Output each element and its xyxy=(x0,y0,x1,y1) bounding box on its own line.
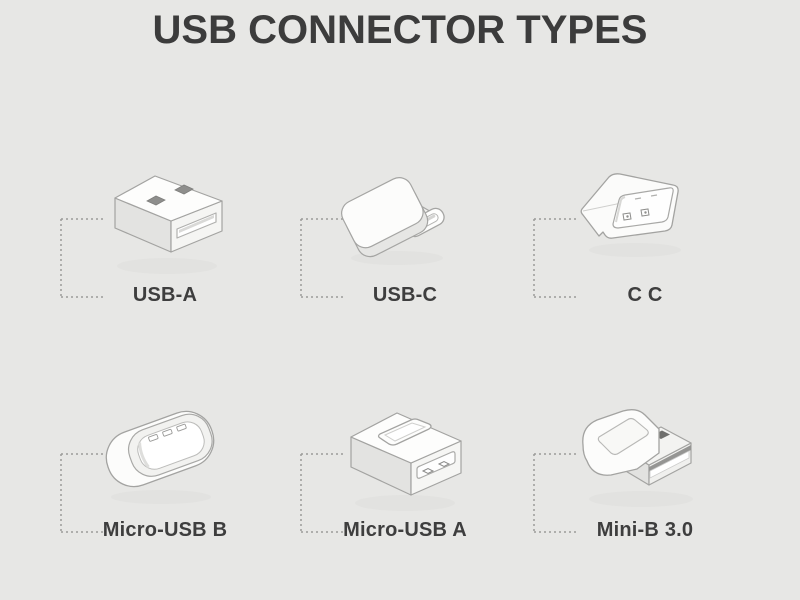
label-bracket xyxy=(533,453,579,533)
usb-c-connector-icon xyxy=(341,177,445,265)
connector-card-mini-b-3-0: Mini-B 3.0 xyxy=(520,393,770,553)
label-bracket xyxy=(60,453,106,533)
label-bracket xyxy=(300,453,346,533)
micro-usb-a-connector-icon xyxy=(350,412,462,511)
mini-b-3-0-connector-icon xyxy=(582,409,693,507)
connector-card-usb-a: USB-A xyxy=(40,158,290,318)
connector-card-usb-c: USB-C xyxy=(280,158,530,318)
connector-card-micro-usb-b: Micro-USB B xyxy=(40,393,290,553)
label-bracket xyxy=(533,218,579,298)
connector-label: USB-A xyxy=(132,284,198,306)
connector-label: Micro-USB A xyxy=(343,519,467,541)
connector-label: USB-C xyxy=(372,284,438,306)
label-bracket xyxy=(60,218,106,298)
connector-label: Mini-B 3.0 xyxy=(596,519,694,541)
connector-label: C C xyxy=(627,284,663,306)
usb-a-connector-icon xyxy=(114,175,223,274)
connector-card-c-c: C C xyxy=(520,158,770,318)
page-title: USB CONNECTOR TYPES xyxy=(152,8,648,52)
micro-usb-b-connector-icon xyxy=(105,410,215,504)
connector-label: Micro-USB B xyxy=(102,519,228,541)
usb-c-c-connector-icon xyxy=(580,173,681,257)
connector-card-micro-usb-a: Micro-USB A xyxy=(280,393,530,553)
label-bracket xyxy=(300,218,346,298)
